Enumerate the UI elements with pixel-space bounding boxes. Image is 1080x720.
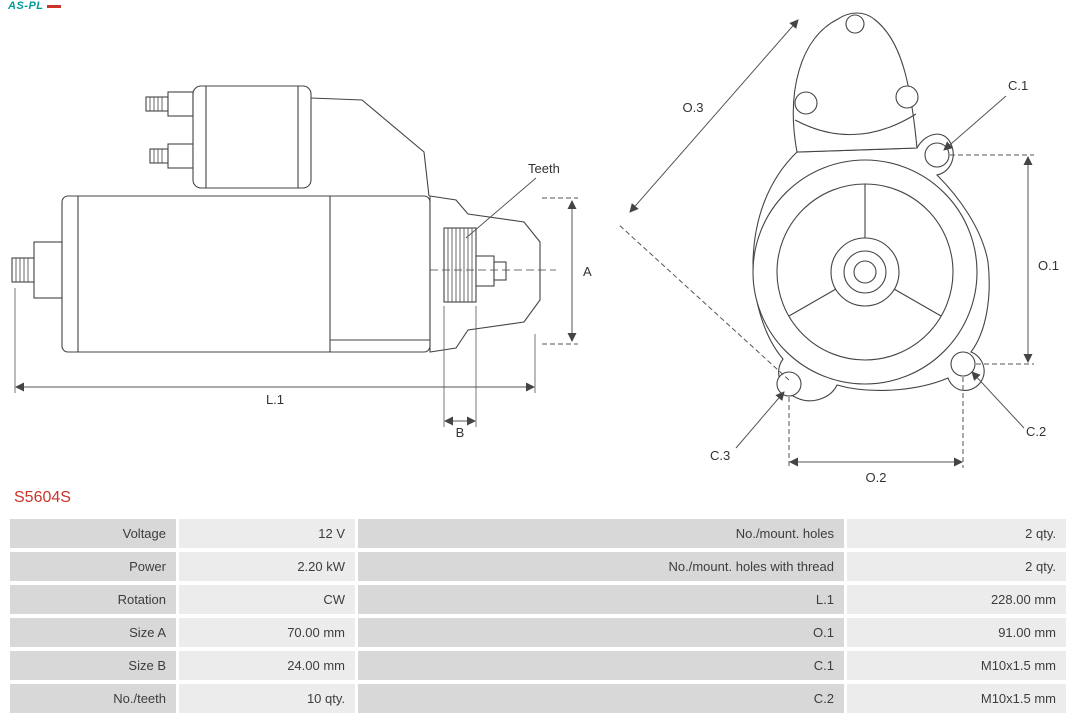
spec-label: O.1 — [358, 618, 844, 647]
spec-value: CW — [179, 585, 355, 614]
spec-value: 70.00 mm — [179, 618, 355, 647]
side-view-drawing — [11, 85, 556, 353]
dim-label-b: B — [456, 425, 465, 440]
spec-value: M10x1.5 mm — [847, 684, 1066, 713]
dim-label-o2: O.2 — [866, 470, 887, 485]
brand-logo-text: AS-PL — [8, 0, 44, 12]
part-number: S5604S — [14, 489, 71, 506]
dim-label-c2: C.2 — [1026, 424, 1046, 439]
dim-label-c1: C.1 — [1008, 78, 1028, 93]
spec-value: 91.00 mm — [847, 618, 1066, 647]
spec-table: Voltage 12 V No./mount. holes 2 qty. Pow… — [10, 519, 1066, 713]
spec-value: 2.20 kW — [179, 552, 355, 581]
spec-label: Size A — [10, 618, 176, 647]
spec-label: Power — [10, 552, 176, 581]
side-view-dimensions — [14, 177, 578, 427]
dim-label-l1: L.1 — [266, 392, 284, 407]
spec-label: No./mount. holes with thread — [358, 552, 844, 581]
spec-label: L.1 — [358, 585, 844, 614]
spec-label: No./teeth — [10, 684, 176, 713]
spec-label: Voltage — [10, 519, 176, 548]
front-view-dimensions — [617, 19, 1034, 468]
brand-logo: AS-PL — [8, 0, 61, 12]
spec-label: C.1 — [358, 651, 844, 680]
spec-value: 228.00 mm — [847, 585, 1066, 614]
spec-value: 2 qty. — [847, 552, 1066, 581]
technical-drawing: Teeth A L.1 B — [11, 12, 1059, 485]
spec-label: C.2 — [358, 684, 844, 713]
spec-value: 12 V — [179, 519, 355, 548]
dim-label-o1: O.1 — [1038, 258, 1059, 273]
spec-value: 10 qty. — [179, 684, 355, 713]
dim-label-c3: C.3 — [710, 448, 730, 463]
dim-label-a: A — [583, 264, 592, 279]
dim-label-o3: O.3 — [683, 100, 704, 115]
spec-value: 24.00 mm — [179, 651, 355, 680]
spec-label: Rotation — [10, 585, 176, 614]
dim-label-teeth: Teeth — [528, 161, 560, 176]
spec-label: Size B — [10, 651, 176, 680]
spec-label: No./mount. holes — [358, 519, 844, 548]
brand-logo-accent — [46, 4, 61, 8]
front-view-drawing — [752, 12, 990, 402]
spec-value: 2 qty. — [847, 519, 1066, 548]
spec-value: M10x1.5 mm — [847, 651, 1066, 680]
